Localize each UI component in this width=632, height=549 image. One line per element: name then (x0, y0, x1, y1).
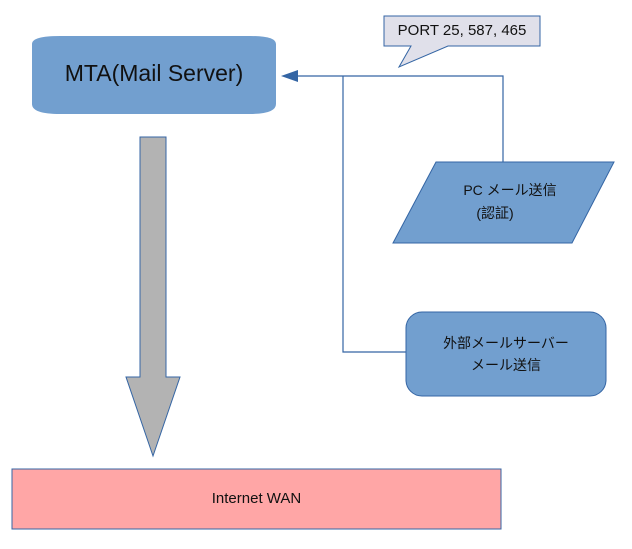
port-callout-label: PORT 25, 587, 465 (397, 22, 527, 39)
pc-send-node-shape[interactable] (392, 161, 615, 244)
arrowhead-icon (281, 70, 298, 82)
mta-node-shape[interactable] (32, 36, 276, 114)
down-block-arrow-icon (125, 136, 181, 458)
mta-label: MTA(Mail Server) (64, 60, 244, 86)
pc-send-label-line2: (認証) (476, 205, 514, 221)
port-callout-shape (383, 15, 541, 69)
connector-external-to-mta (342, 76, 406, 353)
connector-pc-to-mta (296, 75, 504, 162)
internet-label: Internet WAN (211, 490, 302, 507)
pc-send-label-line1: PC メール送信 (463, 182, 557, 198)
external-send-label-line1: 外部メールサーバー (443, 335, 569, 351)
internet-node-shape[interactable] (11, 468, 502, 530)
external-send-label-line2: メール送信 (471, 357, 541, 373)
external-send-node-shape[interactable] (405, 311, 607, 397)
